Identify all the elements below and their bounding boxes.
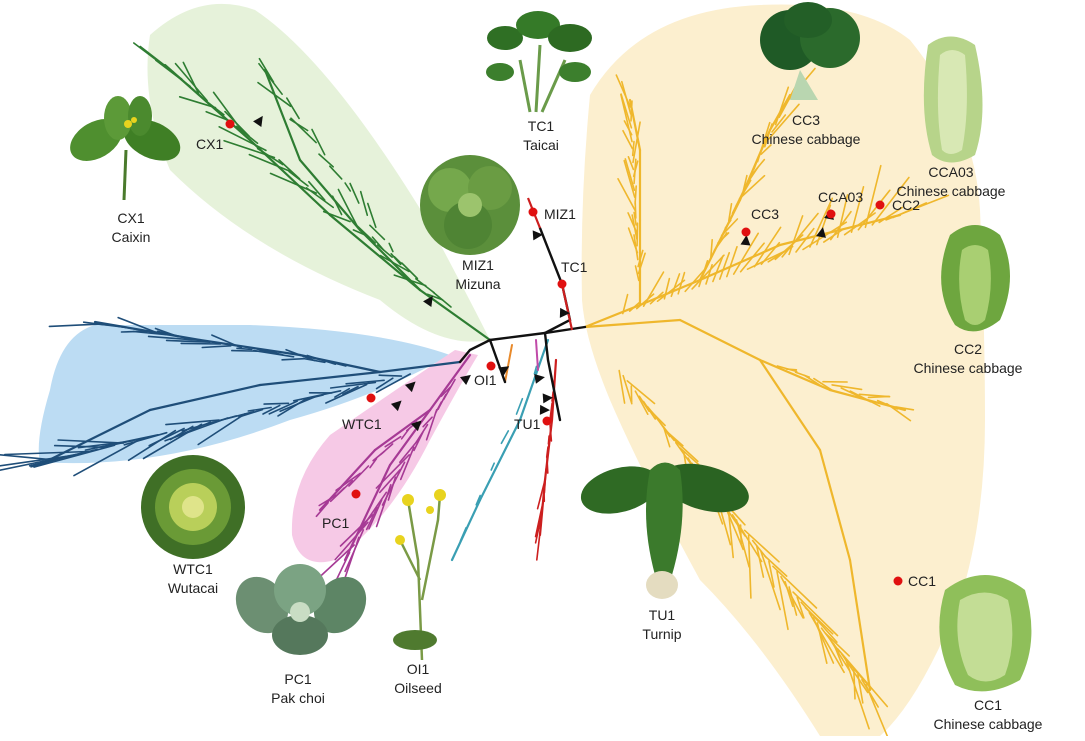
wutacai-branch-twig — [264, 403, 288, 404]
caption-name-cc3: Chinese cabbage — [752, 131, 861, 147]
oilseed-plant-image — [393, 489, 446, 660]
clade-backgrounds — [39, 4, 985, 736]
cabbage-lower-branch-twig — [787, 369, 797, 370]
cc2-plant-image — [941, 225, 1010, 331]
caption-code-wtc1: WTC1 — [173, 561, 213, 577]
backbone-mizuna-arm — [540, 228, 570, 333]
cc2-dot — [876, 201, 885, 210]
caption-code-tu1: TU1 — [649, 607, 676, 623]
tip-label-cc2: CC2 — [892, 197, 920, 213]
tip-label-cx1: CX1 — [196, 136, 223, 152]
caption-code-cca03: CCA03 — [928, 164, 973, 180]
caption-name-pc1: Pak choi — [271, 690, 325, 706]
node-support-marker — [498, 362, 512, 376]
caption-name-cc1: Chinese cabbage — [934, 716, 1043, 732]
tip-label-wtc1: WTC1 — [342, 416, 382, 432]
caption-name-miz1: Mizuna — [455, 276, 500, 292]
center-stub — [536, 340, 538, 370]
tip-label-tu1: TU1 — [514, 416, 541, 432]
caption-code-pc1: PC1 — [284, 671, 311, 687]
tip-label-oi1: OI1 — [474, 372, 497, 388]
node-support-marker — [540, 405, 550, 415]
pakchoi-plant-image — [225, 564, 377, 655]
wtc1-dot — [367, 394, 376, 403]
center-stub — [505, 345, 512, 382]
cabbage-upper-branch-twig — [635, 186, 636, 204]
caption-name-cc2: Chinese cabbage — [914, 360, 1023, 376]
oi1-dot — [487, 362, 496, 371]
oilseed-branch-twig — [501, 431, 508, 443]
caption-name-wtc1: Wutacai — [168, 580, 218, 596]
taicai-plant-image — [486, 11, 592, 112]
wutacai-branch-twig — [122, 331, 148, 332]
mizuna-plant-image — [420, 155, 520, 255]
caption-code-cc2: CC2 — [954, 341, 982, 357]
cc3-dot — [742, 228, 751, 237]
wutacai-branch-twig — [379, 375, 401, 376]
wutacai-plant-image — [141, 455, 245, 559]
cabbage-lower-branch-twig — [869, 396, 890, 397]
turnip-branch-twig — [548, 436, 549, 444]
oilseed-branch-twig — [461, 528, 467, 541]
cx1-dot — [226, 120, 235, 129]
tip-label-cca03: CCA03 — [818, 189, 863, 205]
tip-label-cc1: CC1 — [908, 573, 936, 589]
cca03-dot — [827, 210, 836, 219]
caption-code-cc3: CC3 — [792, 112, 820, 128]
miz1-dot — [529, 208, 538, 217]
oilseed-branch-twig — [517, 399, 523, 414]
wutacai-branch-twig — [282, 359, 304, 360]
oilseed-branch-spine — [480, 420, 520, 500]
caption-code-cc1: CC1 — [974, 697, 1002, 713]
cc1-dot — [894, 577, 903, 586]
wutacai-branch-twig — [181, 343, 220, 344]
tip-label-cc3: CC3 — [751, 206, 779, 222]
wutacai-branch-twig — [232, 351, 262, 352]
cca03-plant-image — [924, 37, 983, 163]
tc1-dot — [558, 280, 567, 289]
caption-code-tc1: TC1 — [528, 118, 555, 134]
turnip-branch-twig — [547, 458, 548, 473]
caption-code-cx1: CX1 — [117, 210, 144, 226]
cabbage-lower-branch-twig — [741, 525, 742, 544]
oilseed-branch-spine — [452, 500, 480, 560]
tip-label-pc1: PC1 — [322, 515, 349, 531]
turnip-branch-twig — [552, 392, 553, 401]
caption-name-tu1: Turnip — [642, 626, 681, 642]
pc1-dot — [352, 490, 361, 499]
caption-code-miz1: MIZ1 — [462, 257, 494, 273]
caption-name-cca03: Chinese cabbage — [897, 183, 1006, 199]
cabbage-upper-branch-twig — [631, 101, 632, 121]
cc1-plant-image — [939, 575, 1031, 691]
oilseed-branch-twig — [491, 463, 494, 470]
tip-label-tc1: TC1 — [561, 259, 588, 275]
caption-name-cx1: Caixin — [112, 229, 151, 245]
caption-code-oi1: OI1 — [407, 661, 430, 677]
tu1-dot — [543, 417, 552, 426]
tip-label-miz1: MIZ1 — [544, 206, 576, 222]
caption-name-oi1: Oilseed — [394, 680, 441, 696]
caption-name-tc1: Taicai — [523, 137, 559, 153]
